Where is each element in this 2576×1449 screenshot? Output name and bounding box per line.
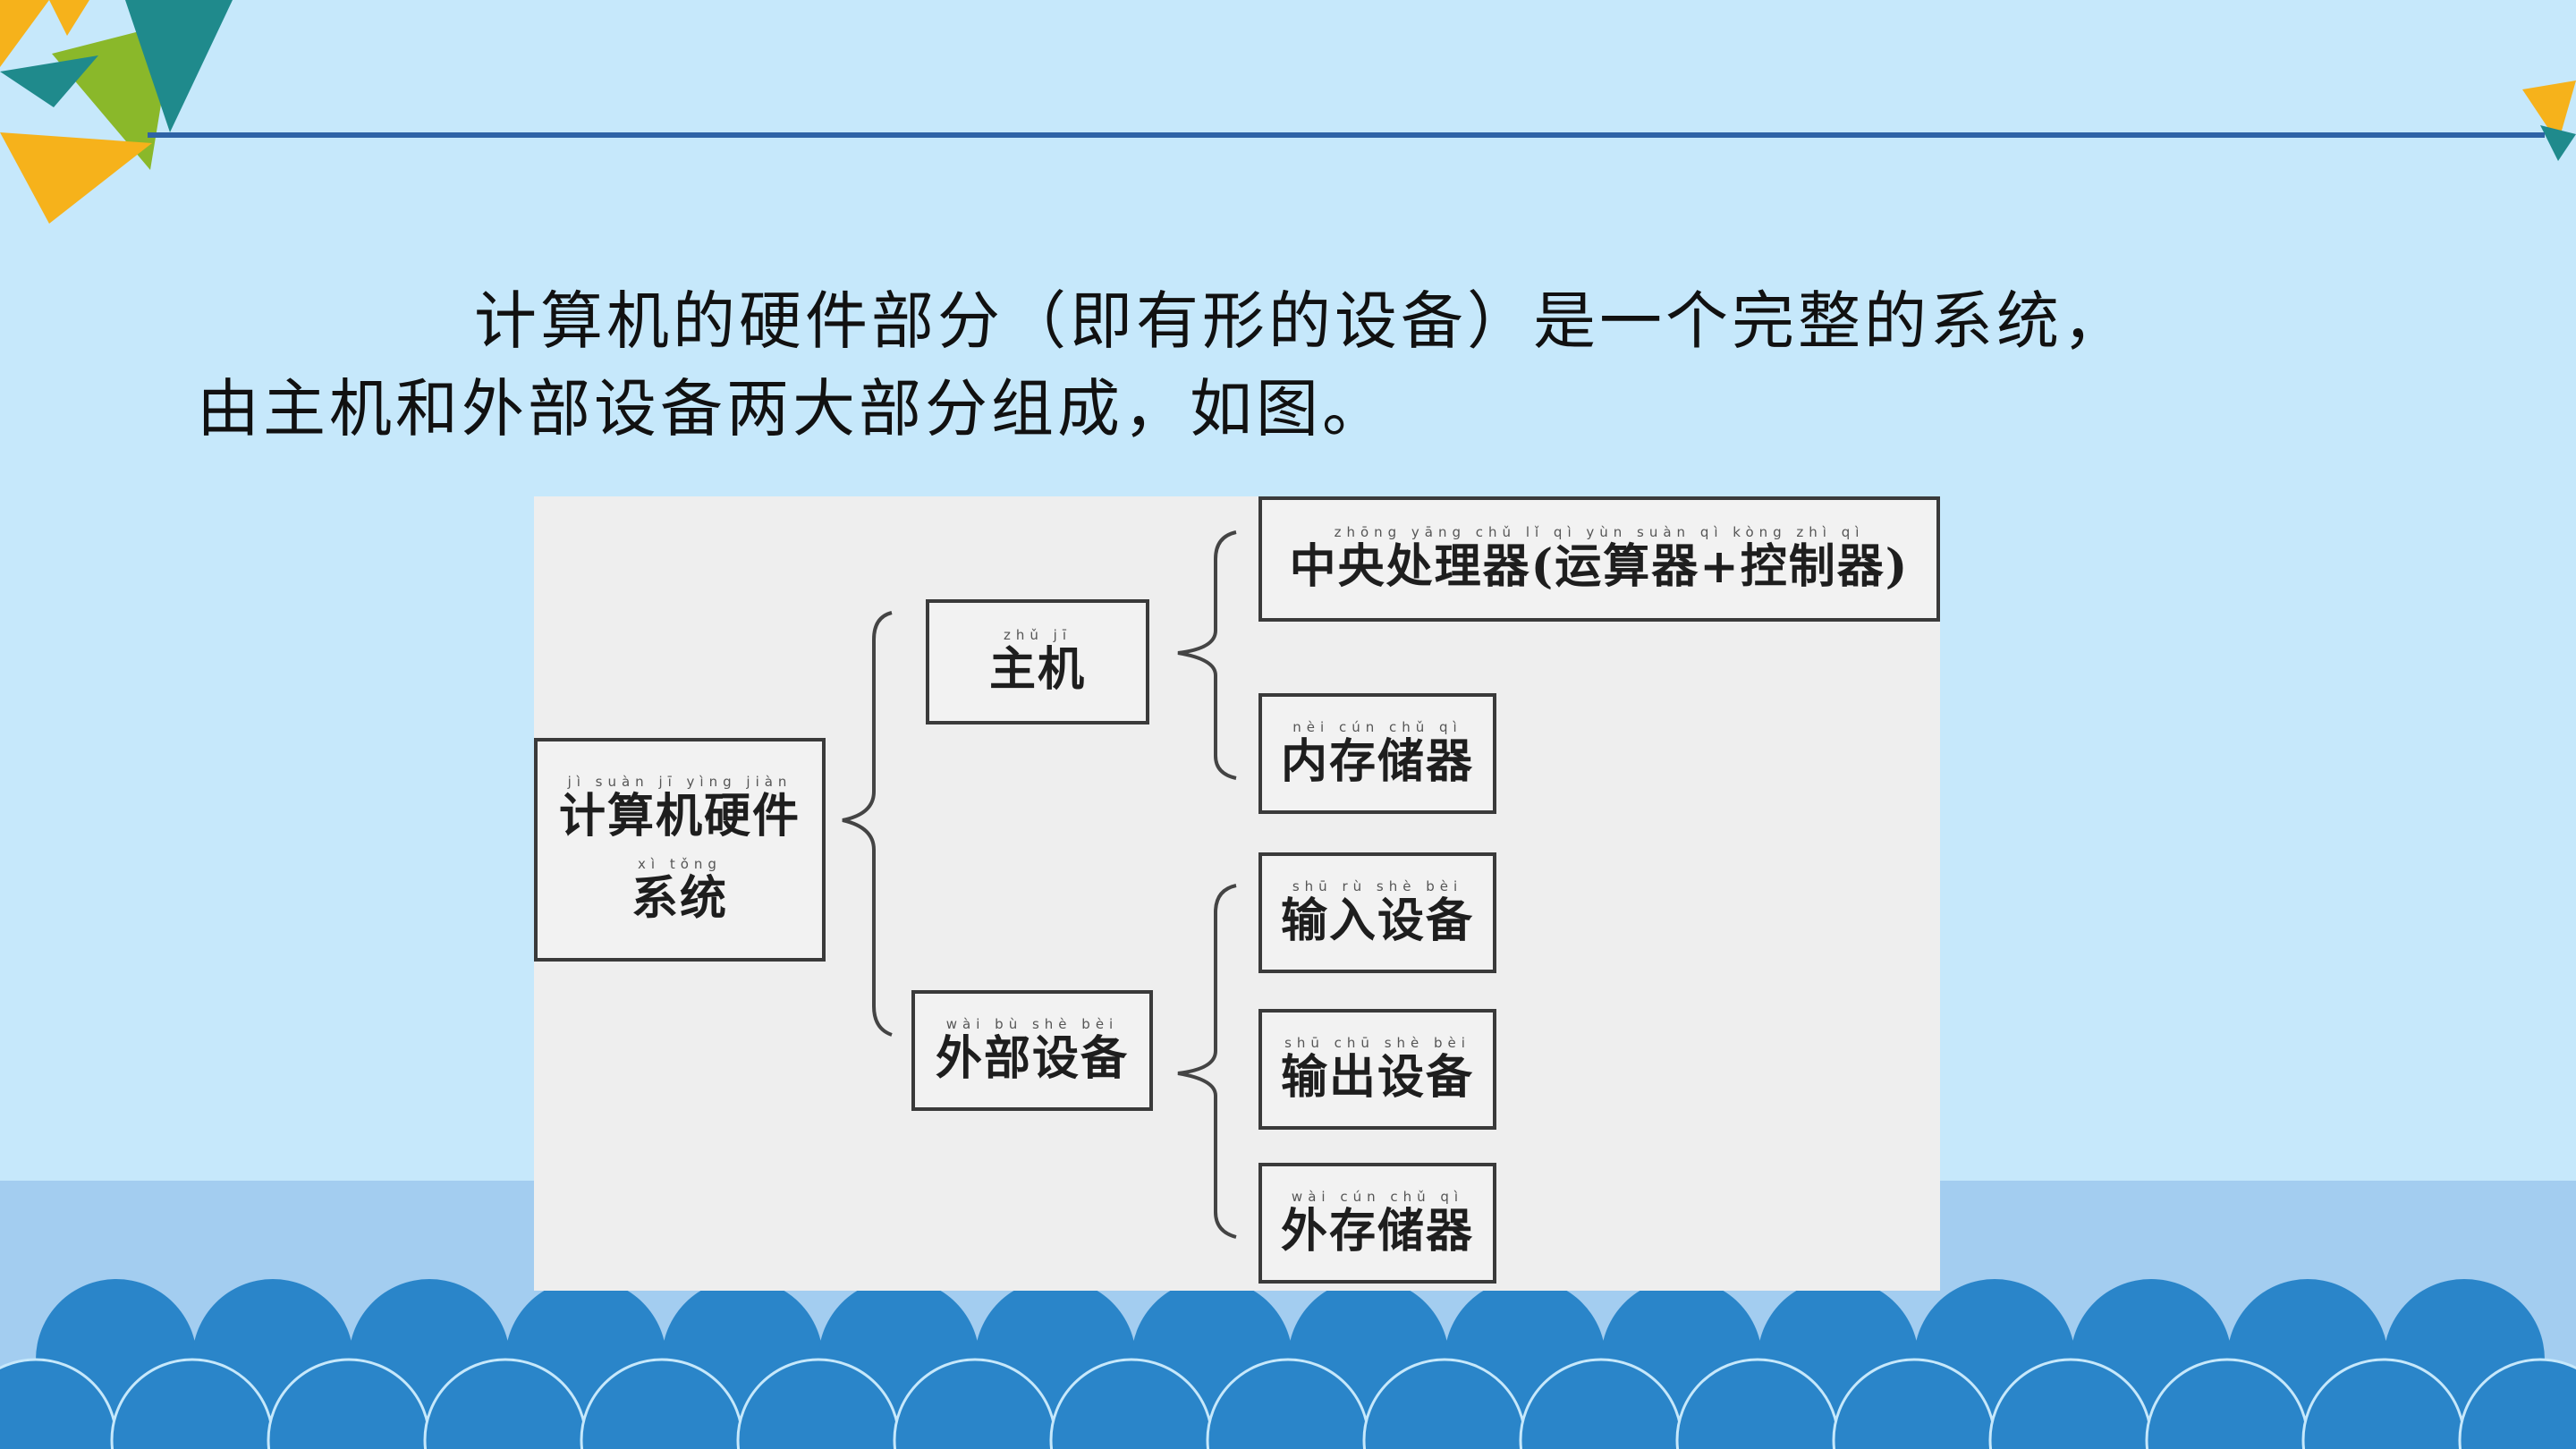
wave-decoration [0, 1181, 2576, 1449]
diagram-connectors [842, 530, 1237, 1239]
node-host: zhǔ jī 主机 [926, 599, 1149, 724]
node-memory: nèi cún chǔ qì 内存储器 [1258, 693, 1496, 814]
node-storage: wài cún chǔ qì 外存储器 [1258, 1163, 1496, 1284]
node-peripherals: wài bù shè bèi 外部设备 [911, 990, 1153, 1111]
node-root: jì suàn jī yìng jiàn 计算机硬件 xì tǒng 系统 [534, 738, 826, 962]
node-output: shū chū shè bèi 输出设备 [1258, 1009, 1496, 1130]
paragraph-line-1: 计算机的硬件部分（即有形的设备）是一个完整的系统， [474, 284, 2129, 358]
paragraph-line-2: 由主机和外部设备两大部分组成，如图。 [197, 372, 1388, 445]
node-cpu: zhōng yāng chǔ lǐ qì yùn suàn qì kòng zh… [1258, 496, 1940, 622]
header-rule [148, 132, 2545, 138]
intro-paragraph: 计算机的硬件部分（即有形的设备）是一个完整的系统， 由主机和外部设备两大部分组成… [197, 277, 2281, 453]
node-input: shū rù shè bèi 输入设备 [1258, 852, 1496, 973]
hardware-diagram: jì suàn jī yìng jiàn 计算机硬件 xì tǒng 系统 zh… [534, 496, 1940, 1291]
